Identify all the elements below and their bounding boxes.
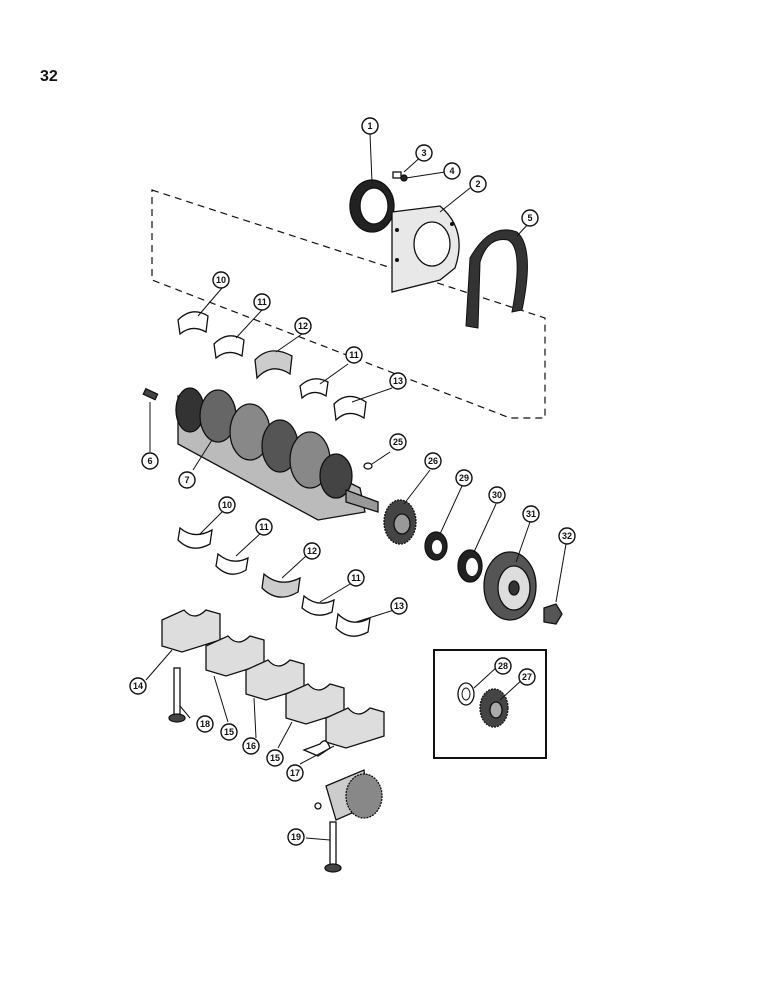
main-bearing-caps: [161, 609, 385, 749]
callout-11-upper-b: 11: [345, 346, 363, 364]
svg-text:15: 15: [224, 727, 234, 737]
svg-text:13: 13: [394, 601, 404, 611]
cap-bolt: [168, 667, 186, 723]
svg-text:13: 13: [393, 376, 403, 386]
callout-11-lower-a: 11: [255, 518, 273, 536]
dowel-pin: [142, 387, 159, 401]
svg-text:29: 29: [459, 473, 469, 483]
svg-text:11: 11: [349, 350, 359, 360]
pulley-nut: [543, 603, 563, 625]
svg-text:12: 12: [298, 321, 308, 331]
pump-bolt: [324, 821, 342, 873]
callout-3: 3: [415, 144, 433, 162]
callout-19: 19: [287, 828, 305, 846]
svg-text:27: 27: [522, 672, 532, 682]
page-number: 32: [40, 68, 58, 85]
callout-27: 27: [518, 668, 536, 686]
spacer: [424, 531, 448, 561]
bolt-and-washer: [392, 171, 408, 182]
svg-text:16: 16: [246, 741, 256, 751]
oil-pump: [302, 740, 383, 821]
inset-gear: [479, 688, 509, 728]
callout-12-upper: 12: [294, 317, 312, 335]
callout-17: 17: [286, 764, 304, 782]
callout-1: 1: [361, 117, 379, 135]
svg-text:3: 3: [421, 148, 426, 158]
callout-14: 14: [129, 677, 147, 695]
front-seal: [457, 549, 483, 583]
callout-32: 32: [558, 527, 576, 545]
svg-text:19: 19: [291, 832, 301, 842]
callout-2: 2: [469, 175, 487, 193]
callout-11-lower-b: 11: [347, 569, 365, 587]
crankshaft: [175, 387, 379, 521]
woodruff-key: [363, 462, 373, 470]
svg-text:32: 32: [562, 531, 572, 541]
seal-retainer-plate: [391, 205, 460, 293]
svg-text:11: 11: [259, 522, 269, 532]
callout-16: 16: [242, 737, 260, 755]
svg-text:17: 17: [290, 768, 300, 778]
callout-29: 29: [455, 469, 473, 487]
callout-25: 25: [389, 433, 407, 451]
svg-text:15: 15: [270, 753, 280, 763]
inset-box: [433, 649, 547, 759]
svg-text:11: 11: [257, 297, 267, 307]
svg-text:7: 7: [184, 475, 189, 485]
callout-4: 4: [443, 162, 461, 180]
leader-lines: [145, 133, 567, 841]
rear-seal: [349, 179, 395, 233]
svg-text:12: 12: [307, 546, 317, 556]
upper-bearing-group-outline: [151, 189, 546, 419]
callout-11-upper-a: 11: [253, 293, 271, 311]
callout-6: 6: [141, 452, 159, 470]
svg-text:11: 11: [351, 573, 361, 583]
callout-7: 7: [178, 471, 196, 489]
callout-13-lower: 13: [390, 597, 408, 615]
svg-text:18: 18: [200, 719, 210, 729]
svg-text:28: 28: [498, 661, 508, 671]
svg-text:2: 2: [475, 179, 480, 189]
svg-text:25: 25: [393, 437, 403, 447]
callout-5: 5: [521, 209, 539, 227]
callout-28: 28: [494, 657, 512, 675]
svg-text:4: 4: [449, 166, 454, 176]
callout-26: 26: [424, 452, 442, 470]
callout-18: 18: [196, 715, 214, 733]
svg-text:14: 14: [133, 681, 143, 691]
svg-text:10: 10: [216, 275, 226, 285]
svg-text:6: 6: [147, 456, 152, 466]
callout-15-b: 15: [266, 749, 284, 767]
svg-text:31: 31: [526, 509, 536, 519]
callout-10-lower: 10: [218, 496, 236, 514]
callout-13-upper: 13: [389, 372, 407, 390]
svg-text:26: 26: [428, 456, 438, 466]
callout-30: 30: [488, 486, 506, 504]
callout-12-lower: 12: [303, 542, 321, 560]
callout-31: 31: [522, 505, 540, 523]
callout-10-upper: 10: [212, 271, 230, 289]
lower-bearing-shells: [177, 526, 371, 637]
svg-text:5: 5: [527, 213, 532, 223]
inset-spacer: [457, 682, 475, 706]
svg-text:1: 1: [367, 121, 372, 131]
svg-text:30: 30: [492, 490, 502, 500]
crankshaft-pulley: [483, 551, 537, 621]
crankshaft-gear: [383, 499, 417, 545]
svg-text:10: 10: [222, 500, 232, 510]
retainer-gasket: [465, 229, 528, 329]
callout-15-a: 15: [220, 723, 238, 741]
